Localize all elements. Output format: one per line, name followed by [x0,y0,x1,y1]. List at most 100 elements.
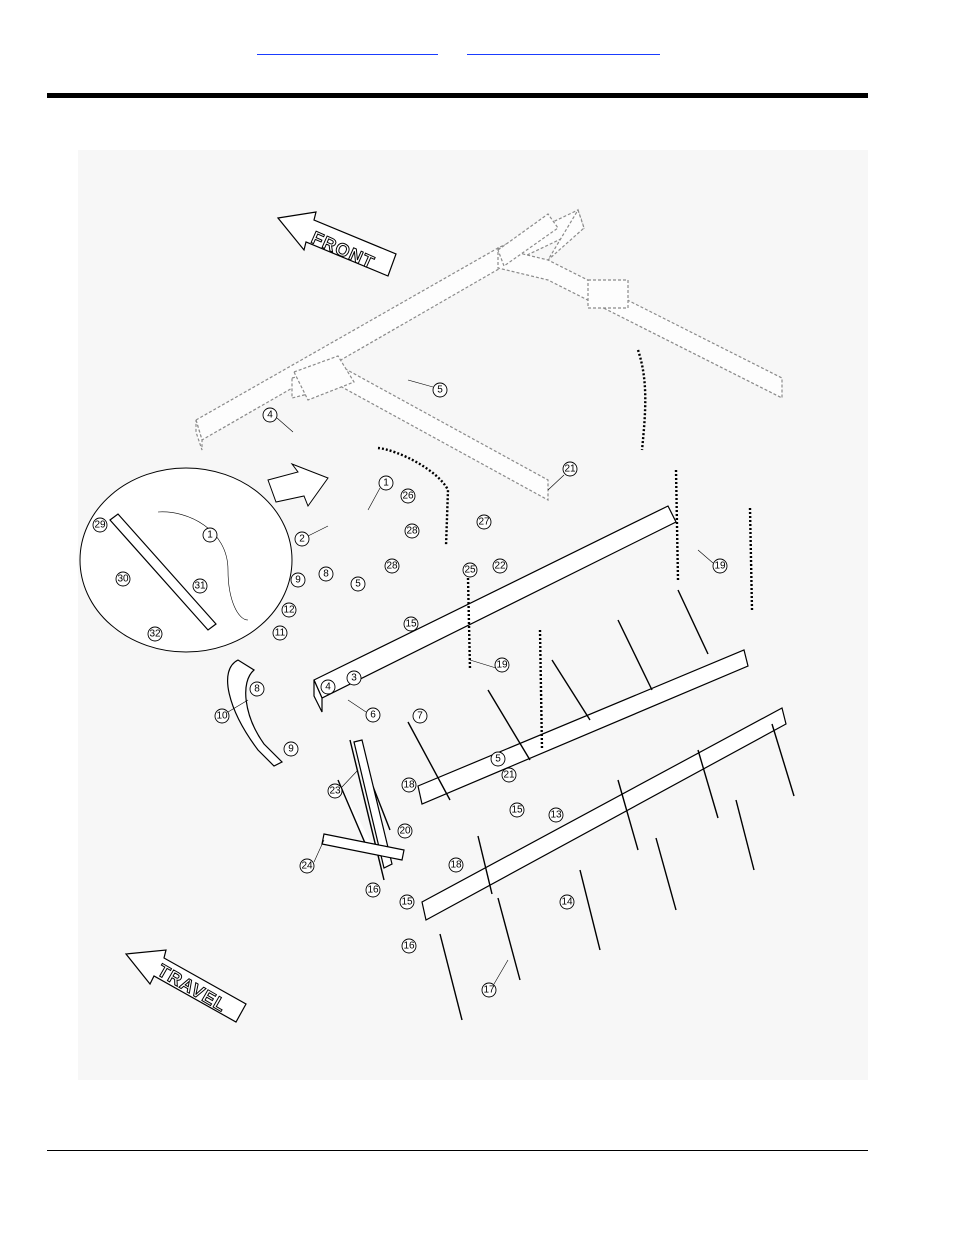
callouts: 5 4 1 26 21 27 28 2 22 19 29 1 30 31 32 … [92,382,728,998]
svg-text:11: 11 [275,628,286,639]
svg-text:1: 1 [207,530,213,541]
callout-17: 17 [481,982,497,998]
callout-16b: 16 [401,938,417,954]
callout-8: 8 [318,566,334,582]
callout-27: 27 [476,514,492,530]
header-rule [47,93,868,98]
tractor-frame [195,208,783,502]
callout-18b: 18 [448,857,464,873]
svg-text:31: 31 [194,581,206,592]
svg-text:22: 22 [494,561,506,572]
svg-text:19: 19 [496,660,508,671]
svg-text:28: 28 [386,561,398,572]
callout-21: 21 [562,461,578,477]
callout-13: 13 [548,807,564,823]
header-link-right[interactable] [467,40,660,55]
svg-text:15: 15 [405,619,417,630]
svg-text:9: 9 [288,744,294,755]
callout-24: 24 [299,858,315,874]
callout-2: 2 [294,531,310,547]
svg-text:12: 12 [283,605,295,616]
callout-19b: 19 [494,657,510,673]
travel-arrow: TRAVEL [124,949,247,1023]
callout-16: 16 [365,882,381,898]
callout-28: 28 [404,523,420,539]
header-link-left[interactable] [257,40,438,55]
leader-lines [227,379,714,985]
callout-19: 19 [712,558,728,574]
svg-text:4: 4 [325,682,331,693]
svg-text:19: 19 [714,561,726,572]
tow-bar [321,833,405,861]
svg-text:28: 28 [406,526,418,537]
harrow-handle [353,739,393,869]
svg-text:18: 18 [450,860,462,871]
svg-text:5: 5 [355,579,361,590]
svg-text:8: 8 [254,684,260,695]
svg-text:5: 5 [437,385,443,396]
callout-7: 7 [412,708,428,724]
callout-26: 26 [400,488,416,504]
svg-text:21: 21 [564,464,576,475]
svg-text:9: 9 [295,575,301,586]
svg-text:26: 26 [402,491,414,502]
callout-15c: 15 [399,894,415,910]
chains [377,349,754,751]
svg-text:7: 7 [417,711,423,722]
callout-25: 25 [462,562,478,578]
callout-1: 1 [378,475,394,491]
detail-bubble [79,462,329,653]
svg-text:1: 1 [383,478,389,489]
travel-arrow-label: TRAVEL [154,960,230,1016]
svg-text:24: 24 [301,861,313,872]
callout-32: 32 [147,626,163,642]
svg-text:16: 16 [403,941,415,952]
front-arrow: FRONT [276,211,397,277]
callout-6: 6 [365,707,381,723]
footer-rule [47,1150,868,1151]
svg-text:17: 17 [483,985,495,996]
svg-text:30: 30 [117,574,129,585]
svg-text:25: 25 [464,565,476,576]
svg-text:15: 15 [401,897,413,908]
svg-text:23: 23 [329,786,341,797]
callout-31: 31 [192,578,208,594]
svg-text:16: 16 [367,885,379,896]
svg-text:32: 32 [149,629,161,640]
callout-9b: 9 [283,741,299,757]
callout-12: 12 [281,602,297,618]
callout-18: 18 [401,777,417,793]
callout-20: 20 [397,823,413,839]
callout-3: 3 [346,670,362,686]
svg-text:27: 27 [478,517,490,528]
callout-4b: 4 [320,679,336,695]
svg-text:14: 14 [561,897,573,908]
callout-29: 29 [92,517,108,533]
svg-text:10: 10 [216,711,228,722]
callout-15b: 15 [509,802,525,818]
callout-21b: 21 [501,767,517,783]
svg-text:21: 21 [503,770,515,781]
callout-1-detail: 1 [202,527,218,543]
parts-diagram: FRONT TRAVEL [78,150,868,1080]
svg-text:4: 4 [267,410,273,421]
svg-text:20: 20 [399,826,411,837]
callout-15: 15 [403,616,419,632]
callout-11: 11 [272,625,288,641]
callout-23: 23 [327,783,343,799]
callout-30: 30 [115,571,131,587]
callout-9: 9 [290,572,306,588]
callout-5b: 5 [350,576,366,592]
header-links [0,40,954,60]
callout-8b: 8 [249,681,265,697]
spring-tine [227,659,284,767]
callout-22: 22 [492,558,508,574]
callout-5: 5 [432,382,448,398]
svg-text:29: 29 [94,520,106,531]
svg-text:5: 5 [495,754,501,765]
svg-text:13: 13 [550,810,562,821]
svg-text:15: 15 [511,805,523,816]
callout-14: 14 [559,894,575,910]
svg-text:2: 2 [299,534,305,545]
svg-text:3: 3 [351,673,357,684]
